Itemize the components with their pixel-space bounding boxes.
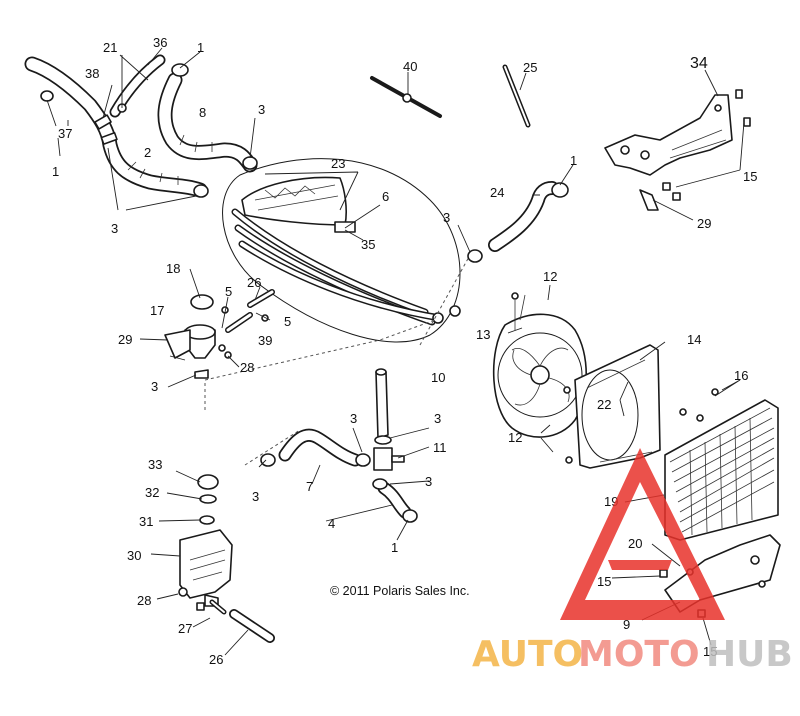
callout-3: 3 — [425, 474, 432, 489]
callout-12: 12 — [543, 269, 557, 284]
callout-37: 37 — [58, 126, 72, 141]
callout-9: 9 — [623, 617, 630, 632]
callout-31: 31 — [139, 514, 153, 529]
clip-40 — [370, 76, 442, 118]
callout-34: 34 — [690, 55, 708, 72]
callout-26: 26 — [247, 275, 261, 290]
watermark-triangle-icon — [560, 448, 725, 620]
callout-23: 23 — [331, 156, 345, 171]
callout-3: 3 — [350, 411, 357, 426]
callout-16: 16 — [734, 368, 748, 383]
callout-3: 3 — [443, 210, 450, 225]
callout-35: 35 — [361, 237, 375, 252]
callout-18: 18 — [166, 261, 180, 276]
hose-8 — [157, 63, 258, 173]
callout-24: 24 — [490, 185, 504, 200]
callout-13: 13 — [476, 327, 490, 342]
callout-28: 28 — [240, 360, 254, 375]
tie-strap-25 — [502, 64, 531, 128]
callout-29: 29 — [697, 216, 711, 231]
callout-36: 36 — [153, 35, 167, 50]
callout-29: 29 — [118, 332, 132, 347]
bracket-34 — [604, 89, 751, 211]
filler-neck-assembly — [164, 294, 232, 379]
tee-11 — [373, 435, 405, 471]
hose-4 — [372, 478, 418, 523]
callout-2: 2 — [144, 145, 151, 160]
callout-15: 15 — [703, 644, 717, 659]
radiator-tube-panel — [222, 158, 461, 343]
callout-1: 1 — [52, 164, 59, 179]
small-hoses-26-39 — [221, 289, 275, 333]
callout-39: 39 — [258, 333, 272, 348]
callout-3: 3 — [258, 102, 265, 117]
callout-17: 17 — [150, 303, 164, 318]
callout-3: 3 — [434, 411, 441, 426]
coolant-reservoir-30 — [178, 474, 233, 611]
callout-numbers: 1 1 1 1 2 3 3 3 3 3 3 3 3 4 5 5 6 7 8 9 … — [52, 35, 757, 667]
callout-28: 28 — [137, 593, 151, 608]
callout-4: 4 — [328, 516, 335, 531]
fan-13 — [492, 292, 588, 438]
hose-26-27-lower — [209, 599, 275, 643]
leader-lines — [46, 47, 745, 656]
callout-25: 25 — [523, 60, 537, 75]
callout-32: 32 — [145, 485, 159, 500]
callout-3: 3 — [151, 379, 158, 394]
callout-10: 10 — [431, 370, 445, 385]
callout-5: 5 — [284, 314, 291, 329]
callout-15: 15 — [597, 574, 611, 589]
callout-27: 27 — [178, 621, 192, 636]
radiator-upper-hose-assembly — [24, 54, 209, 198]
shroud-14 — [563, 344, 661, 469]
callout-38: 38 — [85, 66, 99, 81]
watermark-text-auto: AUTO — [472, 634, 583, 675]
callout-21: 21 — [103, 40, 117, 55]
callout-14: 14 — [687, 332, 701, 347]
callout-22: 22 — [597, 397, 611, 412]
callout-26: 26 — [209, 652, 223, 667]
callout-3: 3 — [111, 221, 118, 236]
callout-1: 1 — [197, 40, 204, 55]
callout-12: 12 — [508, 430, 522, 445]
callout-40: 40 — [403, 59, 417, 74]
callout-20: 20 — [628, 536, 642, 551]
automotohub-watermark: AUTO MOTO HUB — [472, 448, 793, 675]
callout-11: 11 — [433, 440, 447, 455]
radiator-19 — [664, 388, 779, 541]
copyright-notice: © 2011 Polaris Sales Inc. — [330, 584, 470, 598]
hose-10 — [375, 368, 389, 439]
callout-5: 5 — [225, 284, 232, 299]
callout-7: 7 — [306, 479, 313, 494]
callout-3: 3 — [252, 489, 259, 504]
dashed-reference-lines — [204, 254, 471, 466]
callout-1: 1 — [391, 540, 398, 555]
callout-8: 8 — [199, 105, 206, 120]
clamp-3 — [467, 249, 483, 263]
callout-15: 15 — [743, 169, 757, 184]
callout-33: 33 — [148, 457, 162, 472]
callout-1: 1 — [570, 153, 577, 168]
callout-6: 6 — [382, 189, 389, 204]
hose-7 — [260, 428, 371, 467]
watermark-text-hub: HUB — [706, 634, 793, 675]
hose-24 — [488, 181, 569, 252]
watermark-text-moto: MOTO — [578, 634, 700, 675]
callout-30: 30 — [127, 548, 141, 563]
